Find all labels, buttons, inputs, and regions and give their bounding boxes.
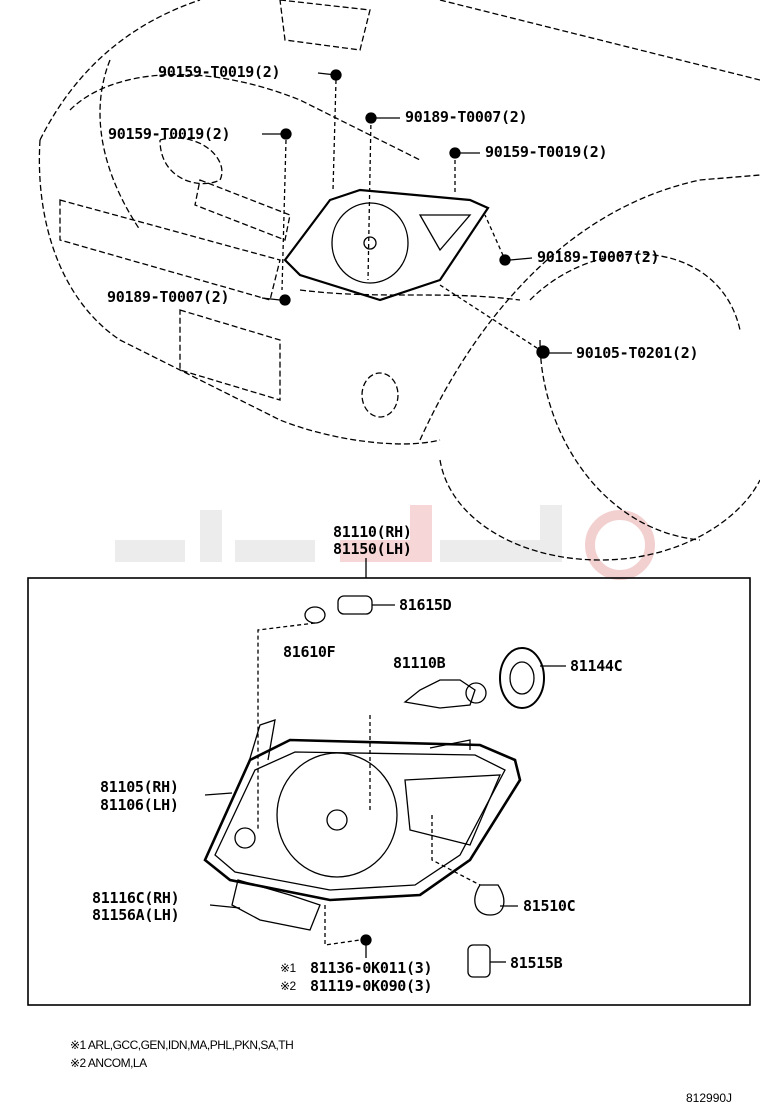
- label-unit-lh: 81106(LH): [100, 796, 179, 814]
- fasteners: [279, 69, 550, 359]
- label-bolt-left: 90159-T0019(2): [108, 125, 231, 143]
- label-bolt-top: 90159-T0019(2): [158, 63, 281, 81]
- mark-2: ※2: [280, 979, 296, 993]
- assembly-box: [27, 577, 751, 1006]
- label-bulb-turn: 81510C: [523, 897, 576, 915]
- label-bracket-rh: 81116C(RH): [92, 889, 180, 907]
- label-bulb-small: 81610F: [283, 643, 336, 661]
- label-unit-rh: 81105(RH): [100, 778, 179, 796]
- label-nut-left: 90189-T0007(2): [107, 288, 230, 306]
- bulb-main: [403, 679, 487, 709]
- footnote-1: ※1 ARL,GCC,GEN,IDN,MA,PHL,PKN,SA,TH: [70, 1038, 294, 1052]
- diagram-code: 812990J: [686, 1091, 733, 1105]
- label-bulb-main: 81110B: [393, 654, 446, 672]
- label-assembly-rh: 81110(RH): [333, 523, 412, 541]
- mark-1: ※1: [280, 961, 296, 975]
- installed-headlamp: [283, 188, 490, 302]
- label-socket: 81615D: [399, 596, 452, 614]
- label-bracket-lh: 81156A(LH): [92, 906, 180, 924]
- small-socket: [337, 595, 373, 615]
- label-screw-2: 81119-0K090(3): [310, 977, 433, 995]
- label-socket-turn: 81515B: [510, 954, 563, 972]
- label-assembly-lh: 81150(LH): [333, 540, 412, 558]
- headlamp-unit: [203, 719, 522, 902]
- label-screw-fender: 90105-T0201(2): [576, 344, 699, 362]
- footnote-2: ※2 ANCOM,LA: [70, 1056, 147, 1070]
- label-bolt-right: 90159-T0019(2): [485, 143, 608, 161]
- socket-cover: [499, 647, 545, 709]
- turn-bulb: [474, 884, 505, 916]
- turn-socket: [467, 944, 491, 978]
- small-bulb: [304, 606, 326, 624]
- label-nut-right: 90189-T0007(2): [537, 248, 660, 266]
- label-screw-1: 81136-0K011(3): [310, 959, 433, 977]
- label-nut-top: 90189-T0007(2): [405, 108, 528, 126]
- label-cover: 81144C: [570, 657, 623, 675]
- vehicle-outline: [38, 0, 760, 561]
- bracket: [231, 879, 321, 931]
